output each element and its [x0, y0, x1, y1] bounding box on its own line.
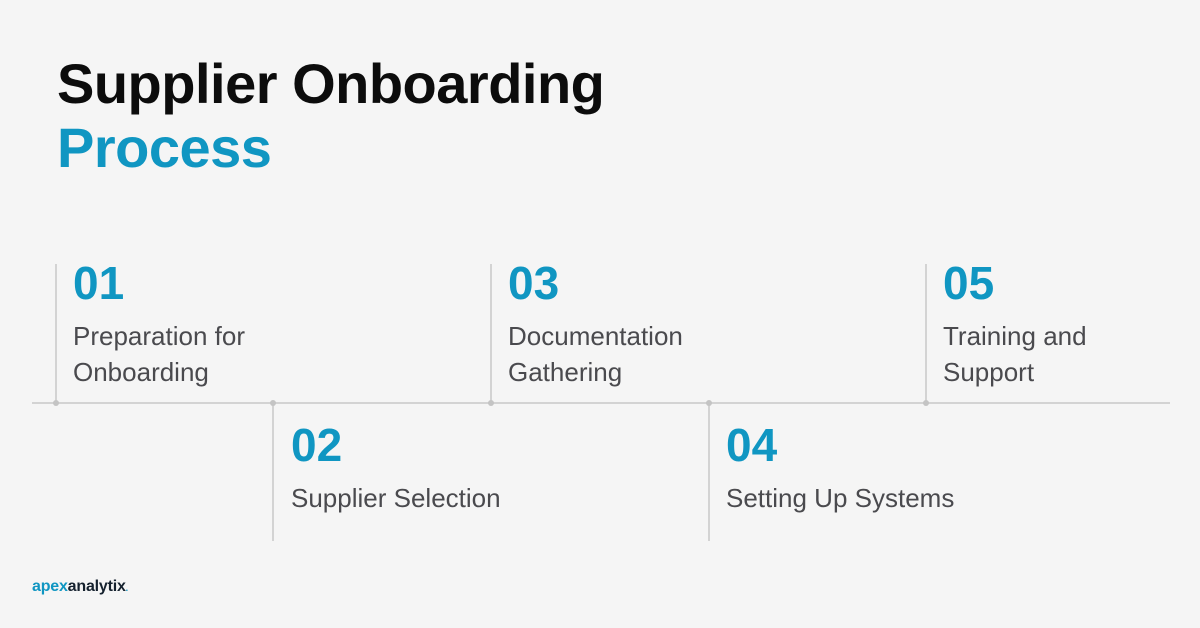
step-05-number: 05	[943, 257, 995, 309]
step-02-dot	[270, 400, 276, 406]
step-04-connector	[708, 402, 710, 541]
step-04: 04 Setting Up Systems	[726, 420, 966, 516]
step-02-number: 02	[291, 419, 343, 471]
step-02-connector	[272, 402, 274, 541]
page-title: Supplier Onboarding Process	[57, 52, 605, 180]
step-01: 01 Preparation for Onboarding	[73, 258, 313, 390]
step-03-label: Documentation Gathering	[508, 321, 683, 387]
step-01-number: 01	[73, 257, 125, 309]
timeline-axis	[32, 402, 1170, 404]
step-03-dot	[488, 400, 494, 406]
step-01-dot	[53, 400, 59, 406]
step-05-label: Training and Support	[943, 321, 1087, 387]
step-05-dot	[923, 400, 929, 406]
title-line-2: Process	[57, 116, 272, 179]
step-05: 05 Training and Support	[943, 258, 1183, 390]
step-04-number: 04	[726, 419, 778, 471]
step-03-connector	[490, 264, 492, 403]
brand-logo: apexanalytix.	[32, 578, 128, 596]
logo-mark: .	[125, 583, 129, 593]
step-04-label: Setting Up Systems	[726, 483, 955, 513]
step-02-label: Supplier Selection	[291, 483, 501, 513]
logo-suffix: analytix	[67, 578, 126, 595]
step-01-label: Preparation for Onboarding	[73, 321, 245, 387]
step-02: 02 Supplier Selection	[291, 420, 531, 516]
step-03: 03 Documentation Gathering	[508, 258, 748, 390]
logo-prefix: apex	[32, 578, 68, 595]
title-line-1: Supplier Onboarding	[57, 52, 605, 115]
step-04-dot	[706, 400, 712, 406]
step-05-connector	[925, 264, 927, 403]
step-01-connector	[55, 264, 57, 403]
step-03-number: 03	[508, 257, 560, 309]
